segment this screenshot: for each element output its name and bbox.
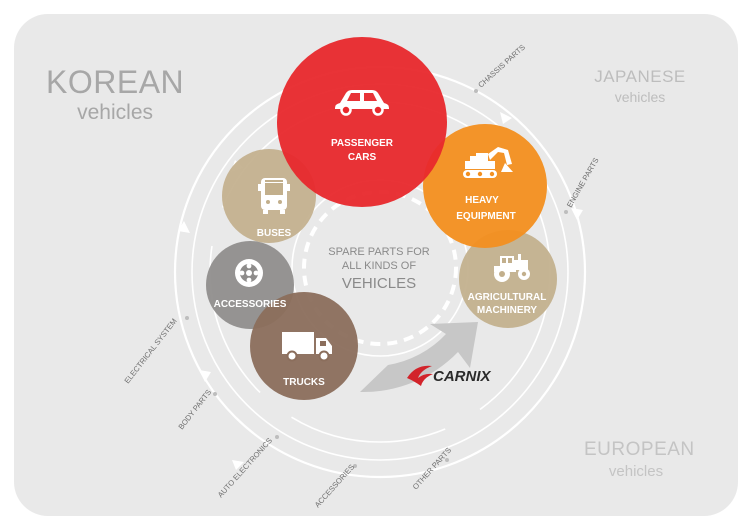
orbit-arrows: [178, 112, 583, 470]
heavy-equipment-label-line2: EQUIPMENT: [456, 211, 515, 222]
arrow-bottom-left: [232, 460, 244, 470]
category-circles: [206, 37, 557, 400]
bus-icon: [258, 178, 290, 214]
wheel-icon: [235, 259, 263, 287]
korean-subtitle: vehicles: [77, 101, 153, 124]
agricultural-label-line1: AGRICULTURAL: [468, 292, 547, 303]
trucks-label: TRUCKS: [283, 377, 325, 388]
excavator-icon: [463, 147, 513, 178]
arrow-top-right: [500, 112, 512, 124]
category-labels: PASSENGER CARS HEAVY EQUIPMENT AGRICULTU…: [214, 138, 547, 388]
japanese-title: JAPANESE: [594, 67, 686, 86]
japanese-vehicles-heading: JAPANESE vehicles: [590, 68, 690, 104]
korean-vehicles-heading: KOREAN vehicles: [46, 66, 184, 123]
carnix-wordmark: CARNIX: [433, 368, 491, 385]
european-subtitle: vehicles: [608, 463, 664, 480]
carnix-flame-mark: [407, 365, 433, 386]
accessories-label: ACCESSORIES: [214, 299, 287, 310]
arrow-left-upper: [178, 221, 190, 233]
swoosh-arrow: [360, 322, 478, 393]
background-panel: [14, 14, 738, 516]
heavy-equipment-label-line1: HEAVY: [465, 195, 499, 206]
passenger-cars-circle[interactable]: [277, 37, 447, 207]
carnix-logo: CARNIX: [407, 365, 491, 386]
passenger-cars-label-line2: CARS: [348, 152, 377, 163]
arrow-left-lower: [199, 370, 211, 382]
center-line2: ALL KINDS OF: [342, 260, 416, 272]
heavy-equipment-circle[interactable]: [423, 124, 547, 248]
agricultural-label-line2: MACHINERY: [477, 305, 538, 316]
arrow-right: [571, 208, 583, 220]
truck-icon: [282, 332, 332, 362]
buses-label: BUSES: [257, 228, 292, 239]
passenger-cars-label-line1: PASSENGER: [331, 138, 394, 149]
center-text: SPARE PARTS FOR ALL KINDS OF VEHICLES: [328, 246, 430, 292]
car-icon: [335, 90, 389, 116]
european-vehicles-heading: EUROPEAN vehicles: [584, 439, 695, 480]
japanese-subtitle: vehicles: [614, 89, 666, 105]
korean-title: KOREAN: [46, 64, 185, 100]
center-line1: SPARE PARTS FOR: [328, 246, 430, 258]
tractor-icon: [494, 254, 530, 282]
european-title: EUROPEAN: [584, 439, 695, 460]
center-line3: VEHICLES: [342, 275, 416, 292]
